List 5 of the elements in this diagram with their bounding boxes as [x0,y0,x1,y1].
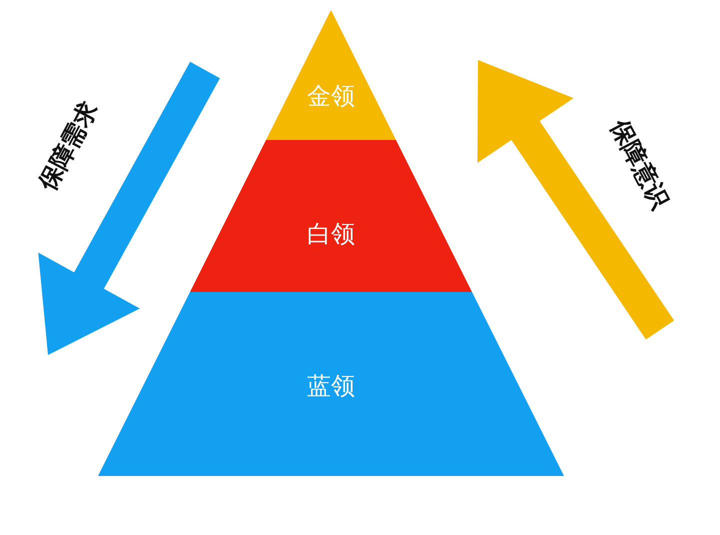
tier-label: 蓝领 [307,371,355,402]
tier-label: 白领 [307,219,355,250]
tier-label: 金领 [307,81,355,112]
side-label: 保障需求 [32,96,104,196]
side-label: 保障意识 [604,114,676,214]
